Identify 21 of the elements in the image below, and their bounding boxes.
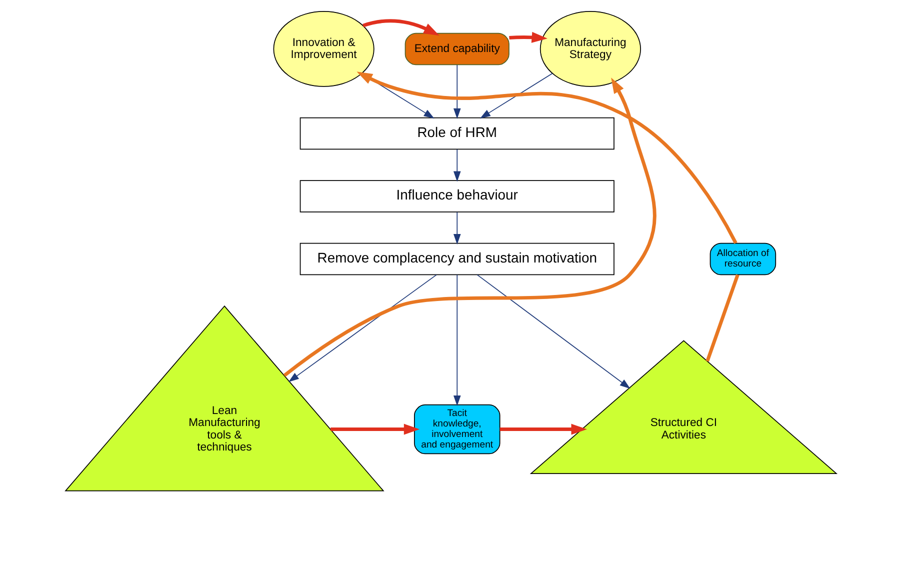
arrow: [452, 274, 460, 406]
arrow: [282, 78, 656, 377]
arrow: [288, 274, 436, 382]
node-box: Influence behaviour: [299, 180, 614, 212]
node-ellipse: Manufacturing Strategy: [539, 11, 640, 87]
arrow: [362, 19, 439, 36]
node-box: Allocation of resource: [709, 242, 776, 276]
node-box: Remove complacency and sustain motivation: [299, 242, 614, 276]
node-box: Extend capability: [404, 32, 509, 66]
arrow: [452, 149, 460, 182]
arrow: [476, 274, 630, 389]
arrow: [452, 212, 460, 245]
arrow: [499, 424, 586, 435]
node-box: Role of HRM: [299, 117, 614, 150]
arrow: [356, 72, 737, 244]
node-box: Tacit knowledge, involvement and engagement: [414, 404, 500, 454]
connector: [705, 274, 739, 362]
arrow: [330, 424, 420, 435]
arrow: [508, 32, 547, 43]
arrow: [479, 73, 552, 118]
arrow: [452, 64, 460, 119]
